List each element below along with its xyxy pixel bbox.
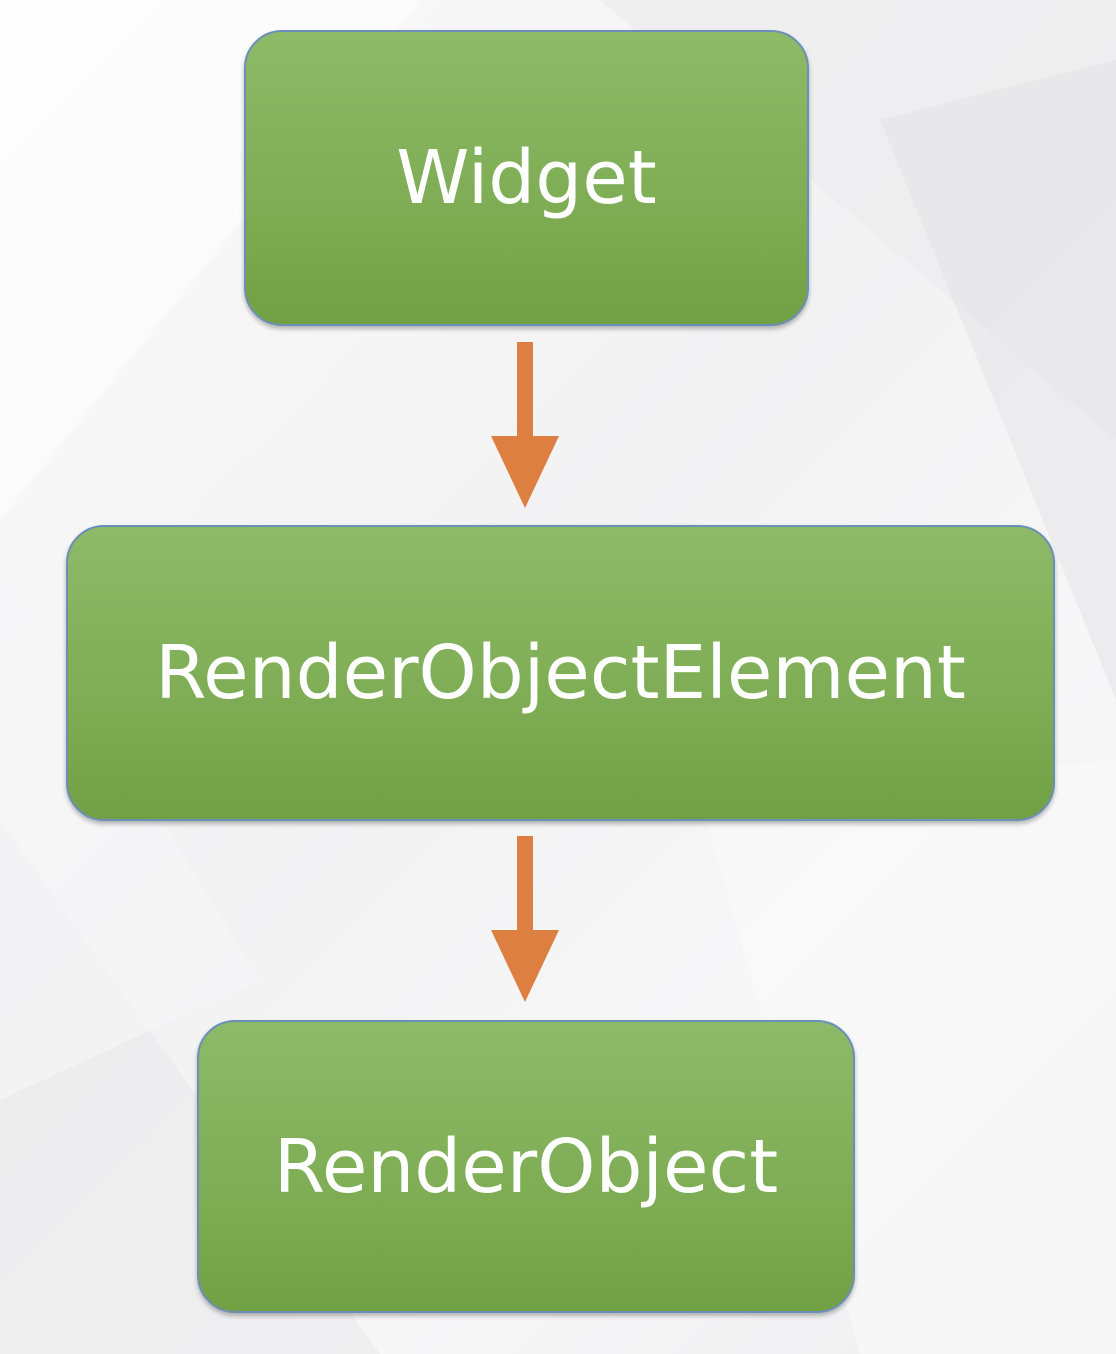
render-object-element-label: RenderObjectElement: [155, 630, 966, 716]
render-object-element-node: RenderObjectElement: [66, 525, 1055, 821]
arrow-2-head: [491, 930, 559, 1002]
widget-node: Widget: [244, 30, 809, 326]
render-object-node: RenderObject: [197, 1020, 855, 1313]
arrow-1-head: [491, 436, 559, 508]
arrow-widget-to-element: [491, 342, 559, 508]
arrow-1-shaft: [517, 342, 533, 438]
arrow-element-to-renderobject: [491, 836, 559, 1002]
render-object-label: RenderObject: [273, 1123, 779, 1210]
arrow-2-shaft: [517, 836, 533, 932]
widget-label: Widget: [396, 135, 657, 221]
